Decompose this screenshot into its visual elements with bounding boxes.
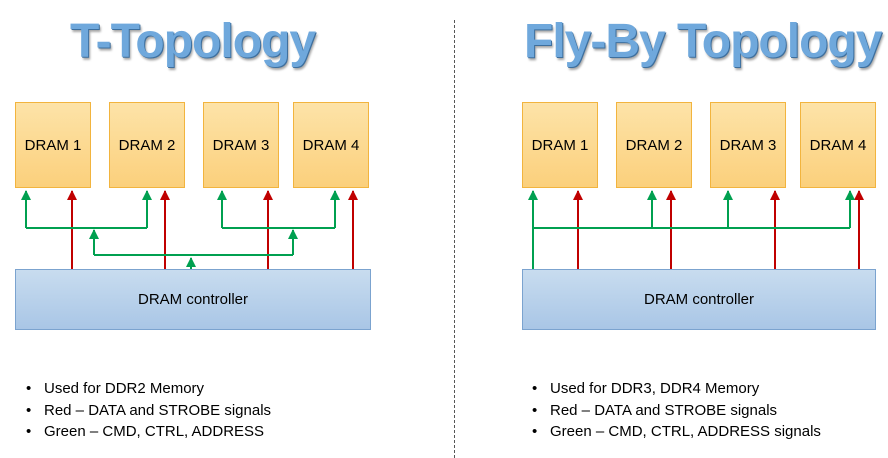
list-item: Green – CMD, CTRL, ADDRESS <box>18 421 271 443</box>
section-divider <box>454 20 455 458</box>
right-dram-4: DRAM 4 <box>800 102 876 188</box>
list-item: Red – DATA and STROBE signals <box>18 400 271 422</box>
list-item: Green – CMD, CTRL, ADDRESS signals <box>524 421 821 443</box>
t-topology-notes: Used for DDR2 Memory Red – DATA and STRO… <box>18 378 271 443</box>
t-topology-title: T-Topology <box>70 15 316 68</box>
list-item: Red – DATA and STROBE signals <box>524 400 821 422</box>
left-dram-controller: DRAM controller <box>15 269 371 330</box>
list-item: Used for DDR3, DDR4 Memory <box>524 378 821 400</box>
list-item: Used for DDR2 Memory <box>18 378 271 400</box>
left-dram-1: DRAM 1 <box>15 102 91 188</box>
right-dram-1: DRAM 1 <box>522 102 598 188</box>
fly-by-topology-title: Fly-By Topology <box>524 15 882 68</box>
left-dram-3: DRAM 3 <box>203 102 279 188</box>
left-dram-4: DRAM 4 <box>293 102 369 188</box>
fly-by-topology-notes: Used for DDR3, DDR4 Memory Red – DATA an… <box>524 378 821 443</box>
left-dram-2: DRAM 2 <box>109 102 185 188</box>
right-dram-controller: DRAM controller <box>522 269 876 330</box>
right-dram-2: DRAM 2 <box>616 102 692 188</box>
right-dram-3: DRAM 3 <box>710 102 786 188</box>
